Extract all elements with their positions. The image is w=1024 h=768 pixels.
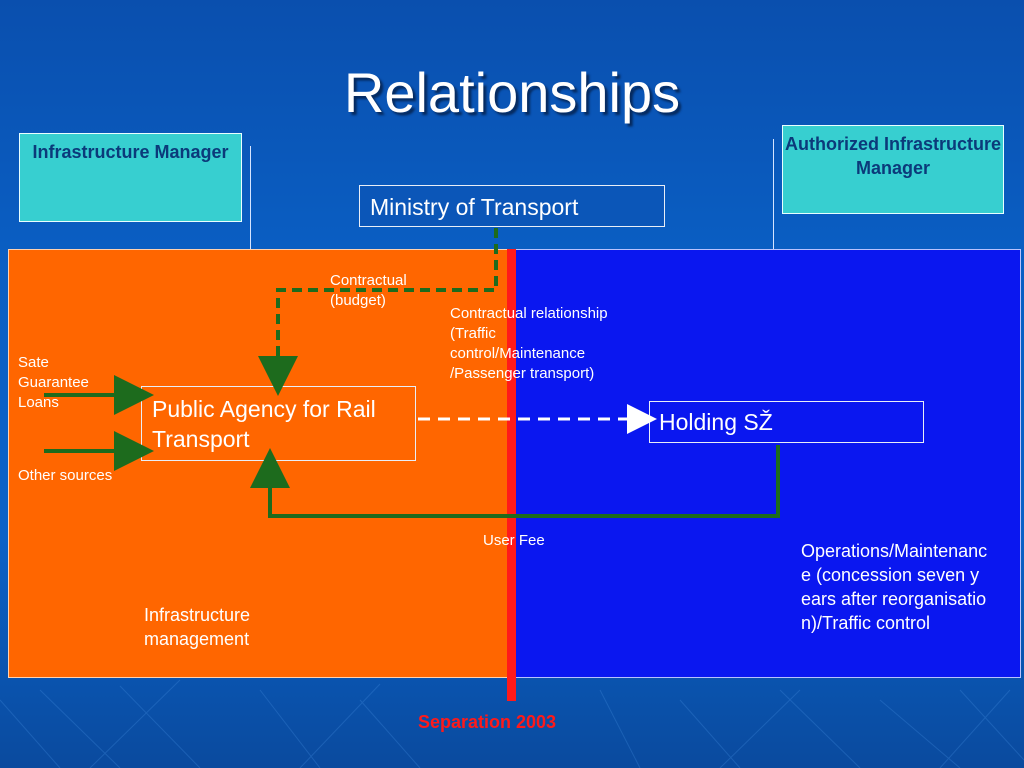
authorized-infrastructure-manager-box: Authorized Infrastructure Manager (782, 125, 1004, 214)
other-sources-label: Other sources (18, 467, 113, 484)
holding-box: Holding SŽ (649, 401, 924, 443)
operations-label: Operations/Maintenance (concession seven… (801, 541, 988, 633)
contractual-budget-label: Contractual (budget) (330, 272, 407, 309)
infrastructure-management-label: Infrastructure management (144, 605, 251, 649)
infrastructure-manager-box: Infrastructure Manager (19, 133, 242, 222)
sate-guarantee-label: Sate Guarantee Loans (18, 354, 89, 411)
contractual-relationship-label: Contractual relationship (Traffic contro… (450, 305, 608, 382)
separation-label: Separation 2003 (418, 712, 557, 732)
user-fee-label: User Fee (483, 532, 545, 549)
public-agency-box: Public Agency for Rail Transport (141, 386, 416, 461)
page-title: Relationships (343, 61, 681, 124)
ministry-box: Ministry of Transport (359, 185, 665, 227)
